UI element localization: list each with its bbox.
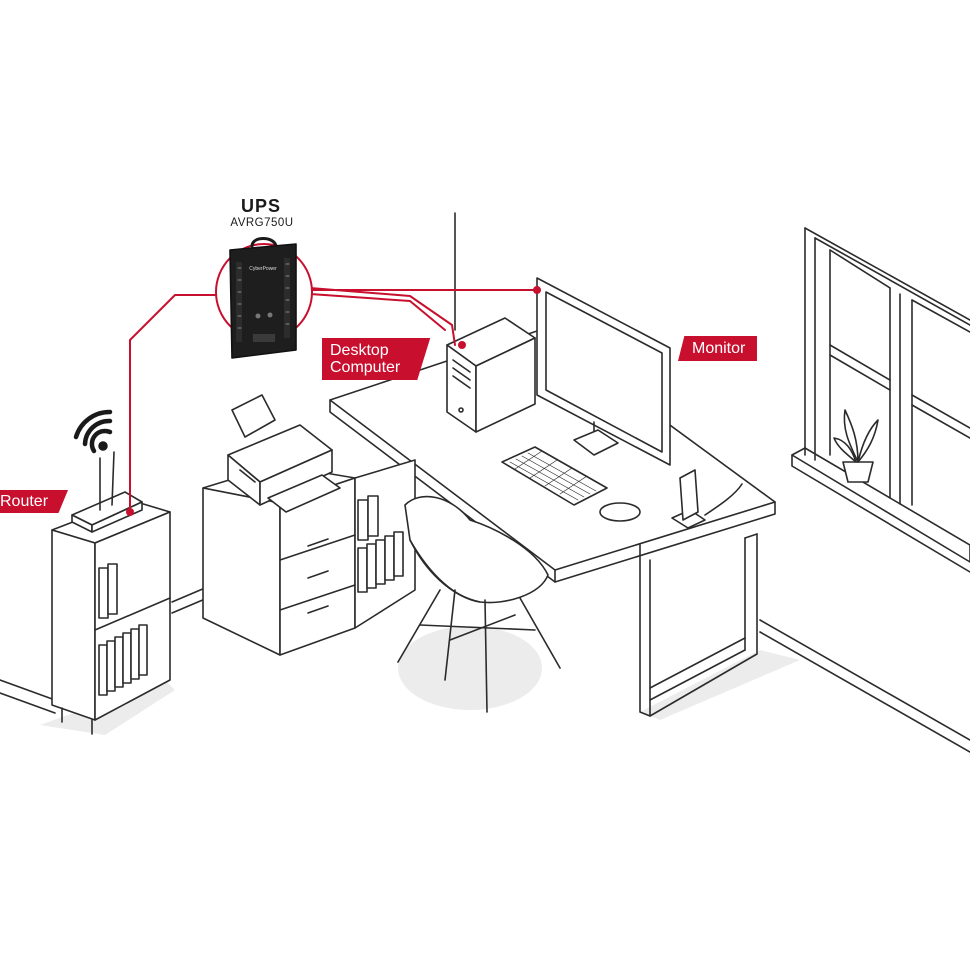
connection-lines bbox=[126, 286, 541, 516]
router-label: Router bbox=[0, 490, 69, 513]
monitor-label: Monitor bbox=[678, 336, 758, 361]
monitor bbox=[536, 277, 671, 466]
desktop-computer-label: Desktop Computer bbox=[322, 338, 431, 380]
mouse bbox=[599, 502, 641, 522]
cabinet bbox=[202, 459, 416, 656]
ups-title: UPS bbox=[240, 196, 281, 216]
plant bbox=[833, 409, 879, 483]
desktop-label-line2: Computer bbox=[330, 359, 401, 376]
desktop-tower bbox=[446, 317, 536, 433]
printer bbox=[227, 394, 341, 513]
wifi-icon bbox=[73, 409, 113, 454]
window bbox=[791, 227, 970, 573]
phone-dock bbox=[671, 469, 743, 529]
room-walls bbox=[0, 212, 970, 753]
ups-device bbox=[215, 237, 313, 359]
desktop-label-line1: Desktop bbox=[330, 342, 389, 359]
ups-model: AVRG750U bbox=[230, 217, 294, 229]
ups-brand-text: CyberPower bbox=[249, 266, 277, 272]
keyboard bbox=[501, 446, 608, 506]
chair bbox=[397, 495, 561, 713]
